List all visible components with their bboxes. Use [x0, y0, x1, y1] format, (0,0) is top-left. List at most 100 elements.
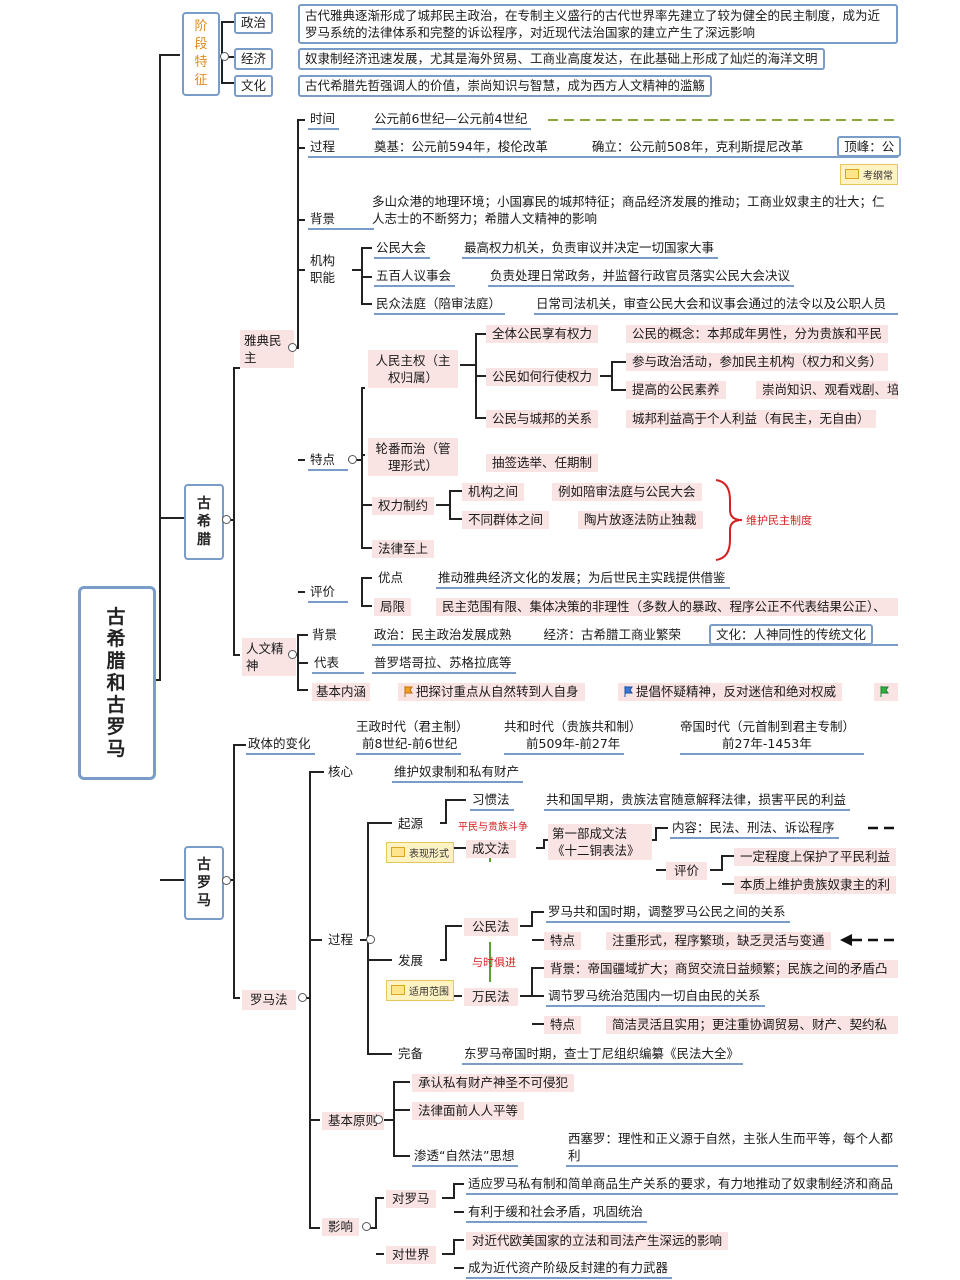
- exercise-power: 公民如何行使权力: [486, 368, 599, 386]
- impact-rome-item: 适应罗马私有制和简单商品生产关系的要求，有力地推动了奴隶制经济和商品: [466, 1176, 898, 1195]
- impact-world-item: 对近代欧美国家的立法和司法产生深远的影响: [466, 1232, 729, 1250]
- civil-law: 公民法: [464, 918, 518, 936]
- humanism-bg-row: 政治：民主政治发展成熟 经济：古希腊工商业繁荣 文化：人神同性的传统文化: [372, 624, 898, 646]
- cons-text: 民主范围有限、集体决策的非理性（多数人的暴政、程序公正不代表结果公正）、: [436, 598, 898, 616]
- institution-desc: 负责处理日常政务，并监督行政官员落实公民大会决议: [488, 268, 795, 287]
- all-citizens: 全体公民享有权力: [486, 325, 599, 343]
- principle-item: 承认私有财产神圣不可侵犯: [412, 1074, 575, 1092]
- features-label: 特点: [308, 452, 348, 471]
- institution-desc: 最高权力机关，负责审议并决定一切国家大事: [462, 240, 719, 259]
- flag-icon: [404, 686, 413, 697]
- impact-rome-label: 对罗马: [386, 1190, 436, 1208]
- economy-text: 奴隶制经济迅速发展，尤其是海外贸易、工商业高度发达，在此基础上形成了灿烂的海洋文…: [298, 48, 825, 70]
- root-title: 古希腊和古罗马: [78, 586, 156, 780]
- humanism-label: 人文精神: [242, 638, 296, 676]
- natural-law: 渗透“自然法”思想: [412, 1148, 519, 1167]
- athens-process-label: 过程: [308, 139, 374, 158]
- node-circle: [220, 52, 229, 61]
- flag-icon: [624, 686, 633, 697]
- between-institutions-desc: 例如陪审法庭与公民大会: [552, 483, 702, 501]
- humanism-bg-label: 背景: [312, 627, 338, 642]
- improve-desc: 崇尚知识、观看戏剧、培: [756, 381, 898, 399]
- nations-law: 万民法: [464, 988, 518, 1006]
- improve: 提高的公民素养: [626, 381, 726, 399]
- process-note: 考纲常: [840, 164, 898, 185]
- relation-desc: 城邦利益高于个人利益（有民主，无自由）: [626, 410, 876, 428]
- institutions-label: 机构职能: [310, 253, 336, 285]
- content-item-1: 把探讨重点从自然转到人自身: [398, 683, 585, 701]
- impact-label: 影响: [322, 1218, 360, 1236]
- politics-text: 古代雅典逐渐形成了城邦民主政治，在专制主义盛行的古代世界率先建立了较为健全的民主…: [298, 4, 898, 44]
- node-circle: [362, 1222, 371, 1231]
- development-label: 发展: [398, 953, 424, 968]
- process-item: 顶峰：公: [837, 136, 902, 157]
- impact-rome-item: 有利于缓和社会矛盾，巩固统治: [466, 1204, 648, 1223]
- origin-note: 表现形式: [386, 842, 454, 863]
- roman-law-label: 罗马法: [242, 990, 296, 1010]
- representatives-label: 代表: [312, 655, 364, 674]
- evaluation-label: 评价: [308, 584, 348, 603]
- athens-bg-label: 背景: [308, 211, 374, 230]
- pros-label: 优点: [378, 570, 404, 585]
- relation: 公民与城邦的关系: [486, 410, 599, 428]
- institution-desc: 日常司法机关，审查公民大会和议事会通过的法令以及公职人员: [534, 296, 898, 315]
- institution-name: 公民大会: [374, 240, 431, 259]
- polity-name: 帝国时代（元首制到君主专制）: [680, 719, 856, 734]
- maintain-democracy-note: 维护民主制度: [746, 514, 812, 527]
- core-label: 核心: [328, 764, 354, 779]
- nations-bg: 背景：帝国疆域扩大；商贸交流日益频繁；民族之间的矛盾凸: [544, 960, 898, 978]
- athens-bg-text: 多山众港的地理环境；小国寡民的城邦特征；商品经济发展的推动；工商业奴隶主的壮大；…: [372, 194, 885, 226]
- culture-text: 古代希腊先哲强调人的价值，崇尚知识与智慧，成为西方人文精神的滥觞: [298, 75, 713, 97]
- stage-features-box: 阶段特征: [182, 12, 220, 96]
- struggle-note: 平民与贵族斗争: [458, 822, 528, 833]
- rome-box: 古罗马: [184, 846, 224, 920]
- between-groups: 不同群体之间: [462, 511, 550, 529]
- content-item-2: 提倡怀疑精神，反对迷信和绝对权威: [618, 683, 843, 701]
- politics-label: 政治: [234, 12, 274, 34]
- node-circle: [348, 455, 357, 464]
- content-label: 基本内涵: [312, 683, 371, 701]
- node-circle: [288, 650, 297, 659]
- polity-name: 王政时代（君主制）: [356, 719, 469, 734]
- node-circle: [222, 515, 231, 524]
- polity-name: 共和时代（贵族共和制）: [504, 719, 642, 734]
- twelve-content: 内容：民法、刑法、诉讼程序: [670, 820, 839, 839]
- citizen-concept: 公民的概念：本邦成年男性，分为贵族和平民: [626, 325, 889, 343]
- economy-label: 经济: [234, 48, 274, 70]
- twelve-eval: 评价: [666, 862, 708, 880]
- athens-process-row: 奠基：公元前594年，梭伦改革 确立：公元前508年，克利斯提尼改革 顶峰：公: [372, 136, 902, 158]
- representatives-text: 普罗塔哥拉、苏格拉底等: [372, 655, 516, 674]
- pros-text: 推动雅典经济文化的发展；为后世民主实践提供借鉴: [436, 570, 730, 589]
- keep-pace-note: 与时俱进: [472, 956, 516, 969]
- polity-time: 前8世纪-前6世纪: [356, 736, 462, 755]
- humanism-bg-item: 文化：人神同性的传统文化: [709, 624, 874, 645]
- complete-label: 完备: [398, 1046, 424, 1061]
- rome-process-label: 过程: [328, 932, 354, 947]
- athens-label: 雅典民主: [240, 330, 294, 368]
- process-item: 确立：公元前508年，克利斯提尼改革: [591, 139, 804, 154]
- humanism-bg-item: 经济：古希腊工商业繁荣: [543, 627, 682, 642]
- rule-of-law: 法律至上: [372, 540, 435, 558]
- institution-name: 民众法庭（陪审法庭）: [374, 296, 506, 315]
- twelve-eval-2: 本质上维护贵族奴隶主的利: [734, 876, 896, 894]
- civil-feat-label: 特点: [544, 932, 582, 950]
- between-groups-desc: 陶片放逐法防止独裁: [578, 511, 703, 529]
- athens-time-text: 公元前6世纪—公元前4世纪: [372, 111, 532, 130]
- culture-label: 文化: [234, 75, 274, 97]
- between-institutions: 机构之间: [462, 483, 525, 501]
- written-law: 成文法: [466, 840, 516, 858]
- impact-world-item: 成为近代资产阶级反封建的有力武器: [466, 1260, 673, 1279]
- node-circle: [288, 343, 297, 352]
- development-note: 适用范围: [386, 980, 454, 1001]
- principle-item: 法律面前人人平等: [412, 1102, 525, 1120]
- polity-time: 前509年-前27年: [504, 736, 625, 755]
- content-item-3-flag: [874, 683, 898, 701]
- athens-time-label: 时间: [308, 111, 340, 130]
- humanism-bg-item: 政治：民主政治发展成熟: [374, 627, 512, 642]
- cons-label: 局限: [374, 598, 412, 616]
- process-item: 奠基：公元前594年，梭伦改革: [374, 139, 548, 154]
- core-text: 维护奴隶制和私有财产: [392, 764, 524, 783]
- origin-label: 起源: [398, 816, 424, 831]
- civil-feat-desc: 注重形式，程序繁琐，缺乏灵活与变通: [606, 932, 831, 950]
- participate: 参与政治活动，参加民主机构（权力和义务）: [626, 353, 889, 371]
